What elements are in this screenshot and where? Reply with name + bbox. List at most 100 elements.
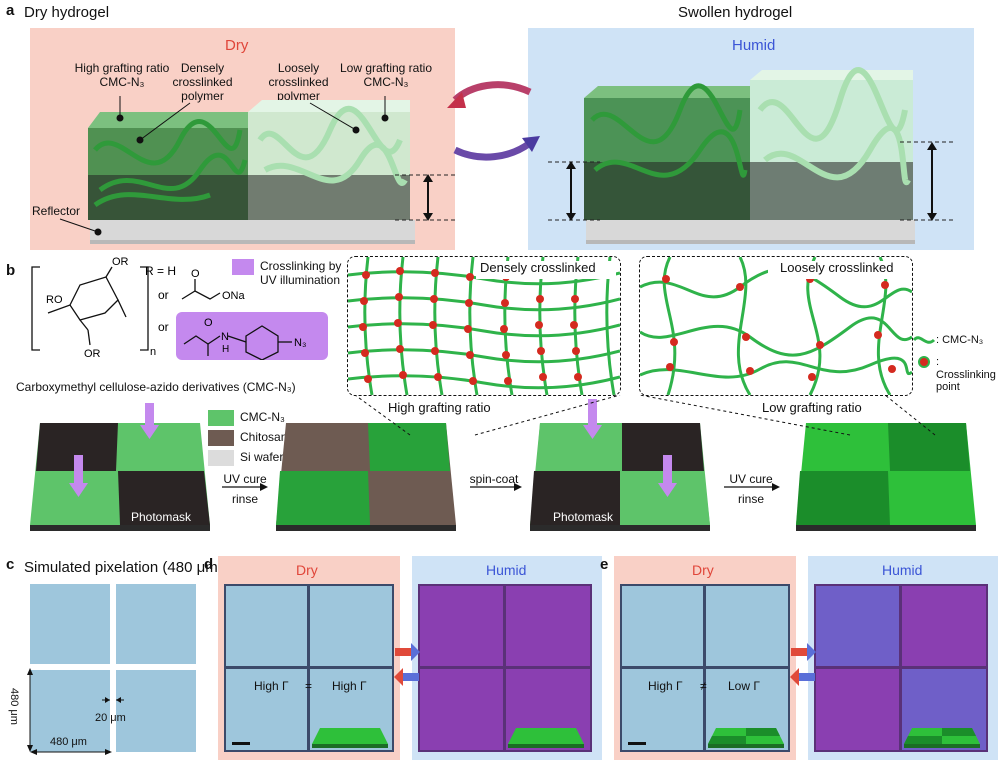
panel-b-letter: b [6, 262, 16, 279]
ro-label: RO [46, 294, 63, 306]
or-label-1: or [158, 288, 169, 302]
panel-a-right-title: Swollen hydrogel [678, 4, 793, 21]
step1-top-label: UV cure [223, 472, 267, 486]
d-dry-label: Dry [296, 562, 318, 578]
panel-a-left-title: Dry hydrogel [24, 4, 110, 21]
dense-network-box [347, 256, 621, 396]
uv-legend-label: Crosslinking by UV illumination [260, 259, 342, 288]
e-dry-pixel-2 [706, 586, 788, 666]
densely-crosslinked-label: Densely crosslinked polymer [172, 61, 233, 103]
e-humid-inset-icon [904, 728, 980, 748]
e-dry-pixels [620, 584, 790, 752]
azide-o-label: O [204, 317, 213, 329]
d-dry-pixel-2 [310, 586, 392, 666]
e-humid-pixel-3 [816, 669, 899, 750]
or-top-label: OR [112, 256, 129, 268]
dim-horizontal-label: 480 μm [50, 736, 87, 748]
or-bottom-label: OR [84, 348, 101, 360]
azide-highlight-box [176, 312, 328, 360]
low-grafting-label: Low grafting ratio CMC-N₃ [339, 61, 433, 89]
azide-structure: O N H N₃ [183, 317, 306, 360]
e-humid-label: Humid [882, 562, 923, 578]
d-left-value: High Γ [254, 679, 289, 693]
tile-2-chitosan [276, 423, 456, 531]
dim-vertical-label: 480 μm [8, 688, 20, 725]
azide-n-label: N [221, 331, 229, 343]
panel-a-illustration [59, 67, 955, 244]
gap-label: 20 μm [95, 712, 126, 724]
swap-arrows-icon [447, 81, 540, 161]
e-humid-pixel-2 [902, 586, 986, 666]
panel-d-letter: d [204, 556, 214, 573]
e-dry-pixel-3 [622, 669, 703, 750]
legend-cmc-label: CMC-N₃ [240, 410, 285, 424]
panel-e-letter: e [600, 556, 609, 573]
reflector-label: Reflector [32, 204, 81, 218]
photomask-label-1: Photomask [131, 510, 192, 524]
high-grafting-label: High grafting ratio CMC-N₃ [74, 61, 170, 89]
cmc-caption: Carboxymethyl cellulose-azido derivative… [16, 380, 296, 394]
d-humid-pixel-1 [420, 586, 503, 666]
d-humid-label: Humid [486, 562, 527, 578]
panel-c-title: Simulated pixelation (480 μm) [24, 559, 223, 576]
panel-a-letter: a [6, 2, 15, 19]
step3-bottom-label: rinse [737, 492, 764, 506]
step2-label: spin-coat [469, 472, 519, 486]
e-humid-pixel-1 [816, 586, 899, 666]
d-dry-pixels [224, 584, 394, 752]
legend-chitosan-swatch [208, 430, 234, 446]
tile-4-final [796, 423, 976, 531]
simulated-pixel-grid [30, 584, 196, 752]
o-atom-label: O [191, 268, 200, 280]
dense-title: Densely crosslinked [480, 260, 596, 275]
high-ratio-label: High grafting ratio [388, 400, 491, 415]
e-left-value: High Γ [648, 679, 683, 693]
d-humid-pixel-3 [420, 669, 503, 750]
d-dry-pixel-3 [226, 669, 307, 750]
loose-network-box [639, 256, 913, 396]
r-equals-label: R = H [145, 264, 176, 278]
label-leaders [59, 96, 389, 236]
loosely-crosslinked-label: Loosely crosslinked polymer [268, 61, 329, 103]
fabrication-sequence [30, 395, 976, 531]
low-ratio-label: Low grafting ratio [762, 400, 862, 415]
d-humid-pixel-2 [506, 586, 590, 666]
e-humid-pixels [814, 584, 988, 752]
ona-label: ONa [222, 290, 246, 302]
d-dry-inset-icon [312, 728, 388, 748]
n-subscript: n [150, 346, 156, 358]
side-legend-cmc: : CMC-N₃ [936, 334, 984, 346]
dense-network-graphic [348, 257, 620, 395]
d-humid-inset-icon [508, 728, 584, 748]
d-right-value: High Γ [332, 679, 367, 693]
or-label-2: or [158, 320, 169, 334]
loose-title: Loosely crosslinked [780, 260, 894, 275]
e-scale-bar [628, 742, 646, 745]
panel-c-letter: c [6, 556, 15, 573]
sim-pixel-1 [30, 584, 110, 664]
sim-pixel-4 [116, 670, 196, 752]
e-dry-pixel-1 [622, 586, 703, 666]
e-dry-inset-icon [708, 728, 784, 748]
step3-top-label: UV cure [729, 472, 773, 486]
d-swap-arrows-icon [394, 643, 420, 686]
e-swap-arrows-icon [790, 643, 816, 686]
d-relation: = [305, 679, 313, 693]
side-legend-point: : Crosslinking point [936, 356, 996, 394]
d-dry-pixel-1 [226, 586, 307, 666]
legend-si-swatch [208, 450, 234, 466]
d-scale-bar [232, 742, 250, 745]
humid-label: Humid [732, 37, 776, 54]
uv-legend-swatch [232, 259, 254, 275]
tile-1-photomask [30, 403, 210, 531]
side-legend-icons [912, 336, 936, 368]
humid-hydrogel-block [548, 67, 955, 244]
dry-hydrogel-block [88, 100, 455, 244]
loose-network-graphic [640, 257, 912, 395]
step1-bottom-label: rinse [231, 492, 258, 506]
sim-pixel-3 [30, 670, 110, 752]
photomask-label-2: Photomask [553, 510, 614, 524]
legend-cmc-swatch [208, 410, 234, 426]
e-relation: ≠ [700, 679, 707, 693]
n3-label: N₃ [294, 337, 306, 349]
